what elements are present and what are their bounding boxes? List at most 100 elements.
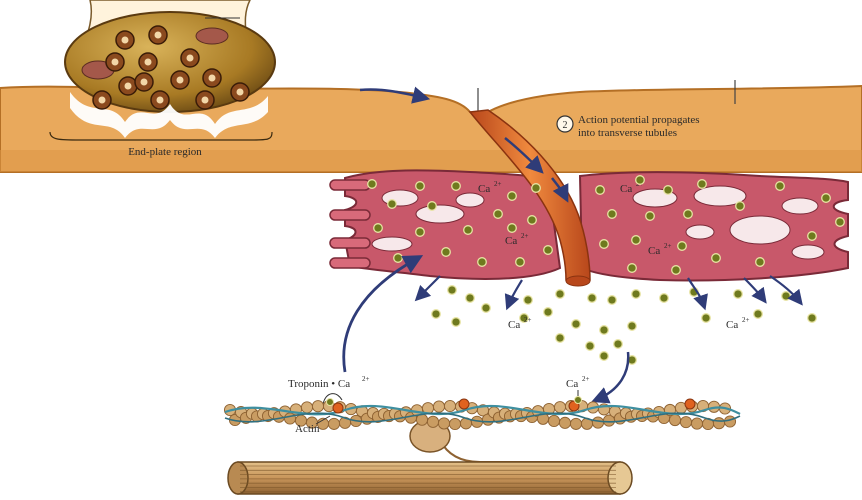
calcium-ion (736, 202, 745, 211)
calcium-ion (524, 296, 533, 305)
actin-monomer (449, 418, 460, 429)
calcium-ion (448, 286, 457, 295)
calcium-ion (712, 254, 721, 263)
calcium-ion (572, 320, 581, 329)
actin-monomer (713, 418, 724, 429)
calcium-ion (588, 294, 597, 303)
ca-charge: 2+ (521, 232, 529, 240)
calcium-ion (756, 258, 765, 267)
ca-charge: 2+ (664, 242, 672, 250)
calcium-ion (664, 186, 673, 195)
ca-charge: 2+ (362, 375, 370, 383)
calcium-ion (464, 226, 473, 235)
actin-monomer (433, 401, 444, 412)
actin-monomer (669, 414, 680, 425)
vesicle-core (209, 75, 216, 82)
calcium-ion (678, 242, 687, 251)
calcium-ion (614, 340, 623, 349)
mitochondrion (196, 28, 228, 44)
vesicle-core (112, 59, 119, 66)
calcium-ion (532, 184, 541, 193)
troponin-ca-label: Troponin • Ca 2+ (288, 375, 370, 390)
ca-symbol: Ca (478, 183, 490, 195)
calcium-ion (660, 294, 669, 303)
actin-monomer (570, 418, 581, 429)
calcium-ion (672, 266, 681, 275)
calcium-ion (608, 296, 617, 305)
calcium-ion (776, 182, 785, 191)
calcium-ion (836, 218, 845, 227)
ca-symbol: Ca (726, 319, 738, 331)
calcium-ion (586, 342, 595, 351)
vesicle-core (202, 97, 209, 104)
calcium-ion (452, 182, 461, 191)
calcium-ion (628, 322, 637, 331)
myosin-neck (440, 440, 600, 462)
ca-label-cytosol-2: Ca 2+ (726, 316, 750, 331)
calcium-ion (432, 310, 441, 319)
calcium-ion (600, 240, 609, 249)
calcium-ion (632, 290, 641, 299)
actin-monomer (680, 417, 691, 428)
ca-symbol: Ca (566, 378, 578, 390)
calcium-ion (628, 264, 637, 273)
vesicle-core (155, 32, 162, 39)
troponin-label: Troponin • Ca (288, 378, 350, 390)
vesicle-core (187, 55, 194, 62)
vesicle-core (237, 89, 244, 96)
calcium-ion (416, 182, 425, 191)
calcium-ion (822, 194, 831, 203)
actin-monomer (438, 418, 449, 429)
calcium-ion (782, 292, 791, 301)
calcium-ion (452, 318, 461, 327)
ca-symbol: Ca (620, 183, 632, 195)
calcium-ion (556, 290, 565, 299)
calcium-ion (516, 258, 525, 267)
ca-charge: 2+ (582, 375, 590, 383)
calcium-ion (808, 314, 817, 323)
vesicle-core (125, 83, 132, 90)
actin-monomer (312, 401, 323, 412)
calcium-ion (482, 304, 491, 313)
calcium-ion (466, 294, 475, 303)
calcium-ion (596, 186, 605, 195)
end-plate-label: End-plate region (128, 146, 202, 158)
calcium-ion (544, 246, 553, 255)
actin-monomer (301, 402, 312, 413)
calcium-ion (600, 326, 609, 335)
calcium-ion (808, 232, 817, 241)
action-potential-label-line2: into transverse tubules (578, 127, 677, 139)
actin-label: Actin (295, 423, 320, 435)
vesicle-core (177, 77, 184, 84)
calcium-ion (442, 248, 451, 257)
calcium-ion (508, 224, 517, 233)
tubule-end (566, 276, 590, 286)
calcium-ion (684, 210, 693, 219)
vesicle-core (141, 79, 148, 86)
actin-monomer (592, 417, 603, 428)
actin-monomer (559, 417, 570, 428)
calcium-ion (754, 310, 763, 319)
calcium-ion (416, 228, 425, 237)
vesicle-core (145, 59, 152, 66)
calcium-ion (508, 192, 517, 201)
ca-symbol: Ca (508, 319, 520, 331)
ca-symbol: Ca (648, 245, 660, 257)
myofibril-bundle (228, 462, 632, 494)
actin-monomer (444, 400, 455, 411)
calcium-ion (368, 180, 377, 189)
calcium-ion (632, 236, 641, 245)
calcium-ion (734, 290, 743, 299)
calcium-ion (636, 176, 645, 185)
calcium-ion (388, 200, 397, 209)
calcium-ion (698, 180, 707, 189)
calcium-ion (544, 308, 553, 317)
action-potential-label-line1: Action potential propagates (578, 114, 700, 126)
calcium-ion (556, 334, 565, 343)
ca-charge: 2+ (742, 316, 750, 324)
calcium-ion (428, 202, 437, 211)
calcium-ion (702, 314, 711, 323)
actin-monomer (554, 402, 565, 413)
